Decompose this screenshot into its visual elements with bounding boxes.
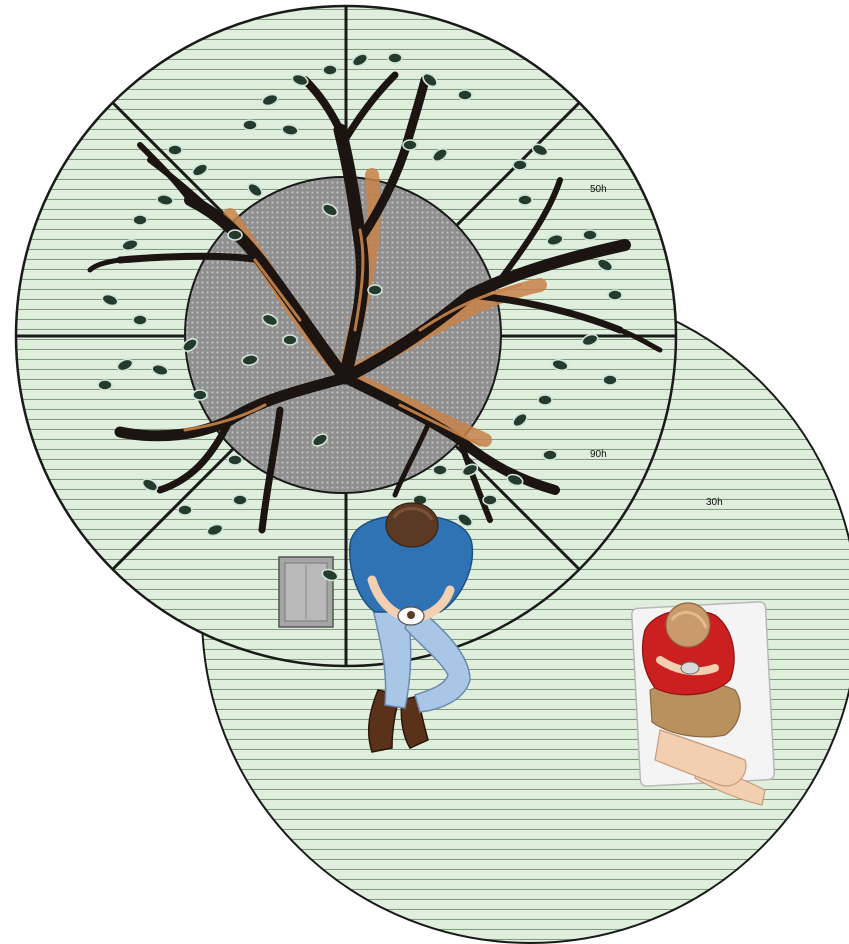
reclining-woman-icon: [631, 602, 774, 805]
planter-box-icon: [279, 557, 333, 627]
label-large-deck-height: 50h: [590, 184, 607, 195]
label-tree-ring-height: 90h: [590, 449, 607, 460]
label-lower-deck-height: 30h: [706, 497, 723, 508]
